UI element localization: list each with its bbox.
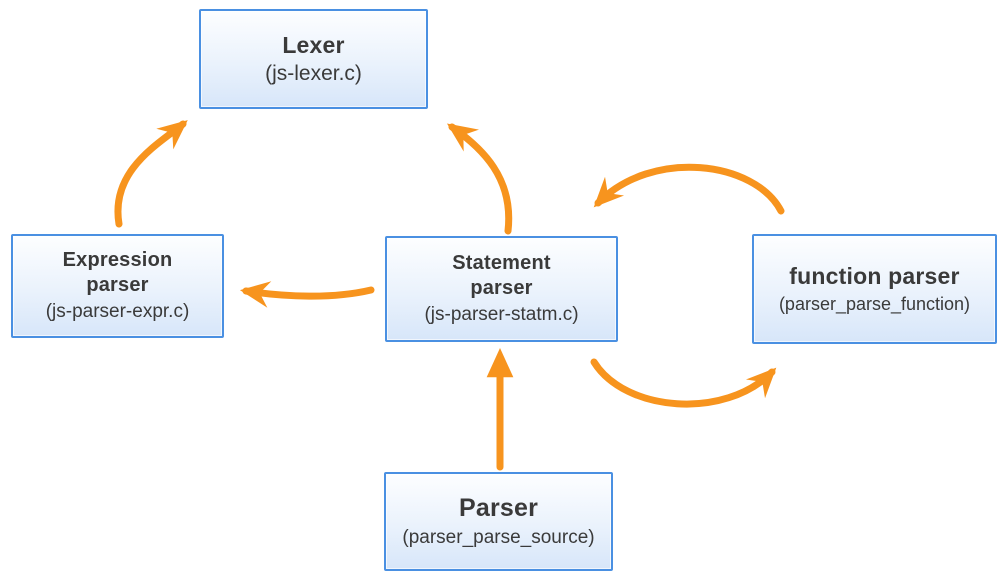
arrow-expression-parser-to-lexer [114, 120, 188, 228]
node-expression-parser-title: Expression parser [62, 249, 173, 297]
node-parser-subtitle: (parser_parse_source) [402, 527, 595, 549]
node-expression-parser-subtitle: (js-parser-expr.c) [45, 301, 190, 323]
node-statement-parser-subtitle: (js-parser-statm.c) [424, 304, 579, 326]
node-statement-parser: Statement parser (js-parser-statm.c) [385, 236, 618, 342]
node-parser-title: Parser [458, 494, 539, 522]
node-lexer-subtitle: (js-lexer.c) [265, 62, 362, 86]
node-lexer-title: Lexer [282, 31, 345, 58]
node-function-parser-title: function parser [789, 263, 960, 290]
node-function-parser-subtitle: (parser_parse_function) [778, 294, 971, 315]
node-statement-parser-title: Statement parser [452, 252, 551, 300]
arrow-statement-parser-to-lexer [446, 123, 513, 235]
node-parser: Parser (parser_parse_source) [384, 472, 613, 571]
arrow-function-parser-to-statement-parser [593, 163, 785, 215]
arrow-statement-parser-to-expression-parser [239, 281, 375, 308]
node-function-parser: function parser (parser_parse_function) [752, 234, 997, 344]
node-expression-parser: Expression parser (js-parser-expr.c) [11, 234, 224, 338]
arrow-statement-parser-to-function-parser [590, 358, 777, 408]
node-lexer: Lexer (js-lexer.c) [199, 9, 428, 109]
